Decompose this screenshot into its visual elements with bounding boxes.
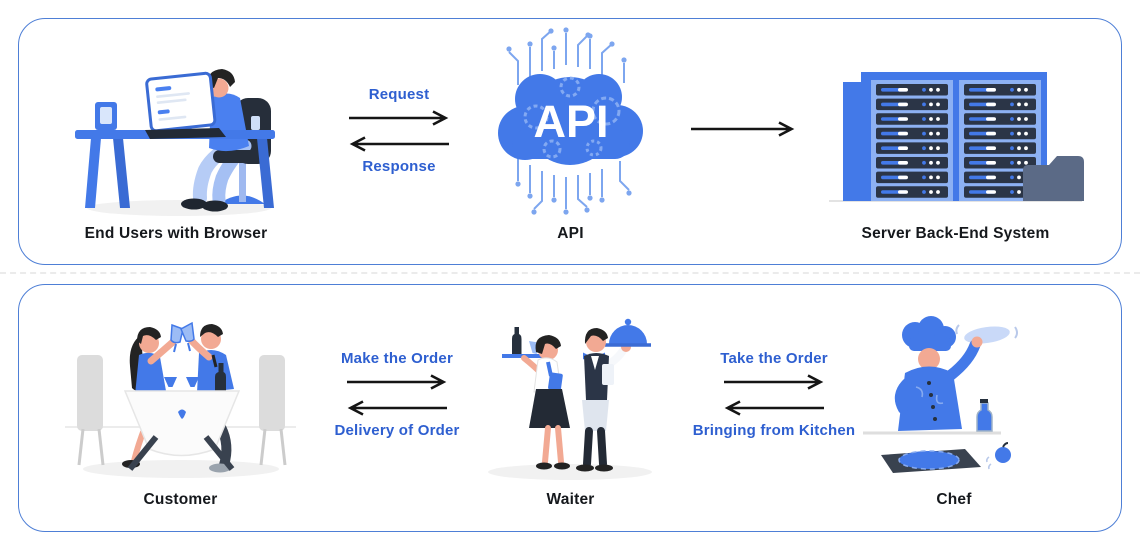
waiter-label: Waiter — [546, 491, 595, 508]
api-cloud-text: API — [533, 96, 608, 147]
end-user-at-desk-illustration — [75, 69, 275, 216]
server-rack-illustration — [829, 72, 1084, 202]
customer-label: Customer — [143, 491, 218, 508]
response-label: Response — [362, 158, 436, 175]
node-api: API API — [478, 23, 663, 243]
node-server: Server Back-End System — [823, 47, 1088, 243]
order-flow: Make the Order Delivery of Order — [307, 349, 487, 441]
make-order-label: Make the Order — [340, 350, 453, 367]
panel-divider — [0, 272, 1140, 274]
node-end-user: End Users with Browser — [61, 37, 291, 243]
api-flow-panel: End Users with Browser Request Response — [18, 18, 1122, 265]
folder-icon — [1023, 156, 1084, 201]
take-order-label: Take the Order — [720, 350, 828, 367]
restaurant-analogy-panel: Customer Make the Order Delivery of Orde… — [18, 284, 1122, 532]
end-user-label: End Users with Browser — [84, 225, 268, 242]
make-order-arrow-icon — [347, 374, 447, 390]
bringing-arrow-icon — [724, 400, 824, 416]
delivery-arrow-icon — [347, 400, 447, 416]
response-arrow-icon — [349, 136, 449, 152]
node-chef: Chef — [859, 308, 1049, 509]
take-order-arrow-icon — [724, 374, 824, 390]
delivery-label: Delivery of Order — [334, 422, 460, 439]
server-label: Server Back-End System — [861, 225, 1050, 242]
bringing-label: Bringing from Kitchen — [692, 422, 856, 439]
chef-label: Chef — [936, 491, 972, 508]
request-label: Request — [368, 86, 430, 103]
api-cloud-illustration: API — [498, 27, 643, 215]
request-arrow-icon — [349, 110, 449, 126]
node-customer: Customer — [63, 298, 298, 509]
node-waiter: Waiter — [478, 303, 663, 509]
api-label: API — [557, 225, 584, 242]
kitchen-flow: Take the Order Bringing from Kitchen — [679, 349, 869, 441]
request-response-flow: Request Response — [319, 85, 479, 177]
waiters-illustration — [488, 318, 652, 480]
customers-dining-illustration — [65, 321, 296, 478]
api-to-server-arrow-icon — [691, 121, 795, 137]
chef-illustration — [863, 316, 1018, 473]
